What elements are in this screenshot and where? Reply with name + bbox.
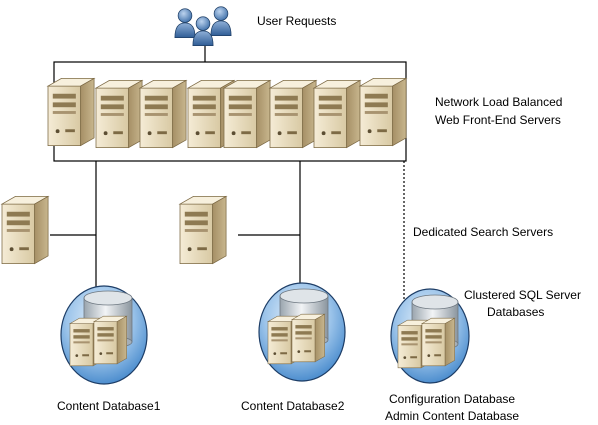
- server-tower-icon: [421, 317, 455, 367]
- clustered-sql-label-line1: Clustered SQL Server: [464, 288, 581, 302]
- server-tower-icon: [93, 315, 127, 365]
- server-tower-icon: [179, 195, 227, 265]
- server-tower-icon: [223, 79, 271, 149]
- config-db-label-line1: Configuration Database: [389, 392, 515, 406]
- content-database2-cluster: [258, 282, 346, 382]
- server-tower-icon: [139, 79, 187, 149]
- nlb-label-line2: Web Front-End Servers: [435, 113, 561, 127]
- nlb-label-line1: Network Load Balanced: [435, 95, 562, 109]
- dedicated-search-label: Dedicated Search Servers: [413, 225, 553, 239]
- server-tower-icon: [47, 77, 95, 147]
- server-tower-icon: [269, 79, 317, 149]
- clustered-sql-label-line2: Databases: [487, 305, 544, 319]
- server-tower-icon: [291, 313, 325, 363]
- configuration-database-cluster: [390, 288, 470, 384]
- content-db1-label: Content Database1: [57, 399, 161, 413]
- content-database1-cluster: [60, 285, 148, 385]
- users-group-icon: [174, 6, 232, 46]
- server-tower-icon: [95, 79, 143, 149]
- connector-lines: [50, 46, 405, 300]
- server-tower-icon: [359, 77, 407, 147]
- server-tower-icon: [313, 79, 361, 149]
- config-db-label-line2: Admin Content Database: [385, 409, 519, 423]
- dedicated-search-servers: [1, 195, 227, 265]
- web-front-end-servers: [47, 77, 407, 149]
- content-db2-label: Content Database2: [241, 399, 345, 413]
- user-requests-label: User Requests: [257, 14, 336, 28]
- server-tower-icon: [1, 195, 49, 265]
